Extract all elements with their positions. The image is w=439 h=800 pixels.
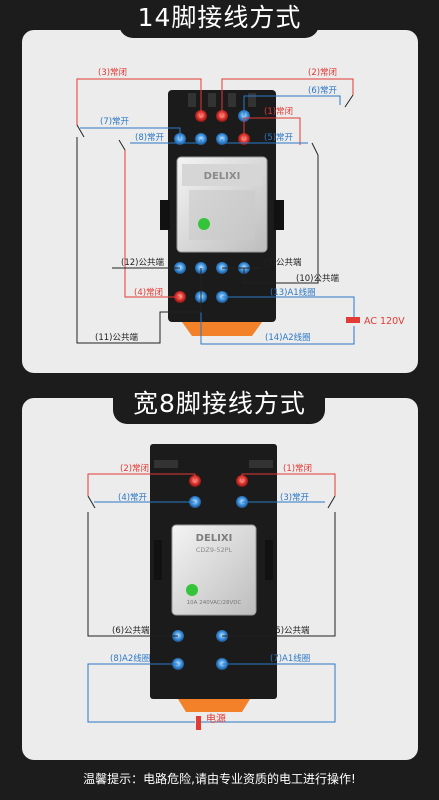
relay-brand-14pin: DELIXI (204, 171, 241, 182)
base-slot (154, 460, 178, 468)
label-1-nc: (1)常闭 (264, 106, 293, 117)
terminals-top-14pin (174, 93, 256, 145)
label-10-common: (10)公共端 (296, 273, 339, 284)
title-tab-8pin (113, 386, 325, 424)
title-8pin: 宽8脚接线方式 (133, 389, 306, 418)
din-rail-clip-8pin (178, 699, 250, 712)
relay-brand-8pin: DELIXI (196, 533, 233, 544)
label-4-nc: (4)常闭 (134, 287, 163, 298)
status-led (198, 218, 210, 230)
relay-model: CDZ9-52PL (196, 546, 233, 554)
label-5-no: (5)常开 (264, 132, 294, 143)
din-rail-clip (182, 322, 262, 336)
label-5-common-8pin: (5)公共端 (272, 625, 310, 636)
relay-14pin: DELIXI (160, 90, 284, 336)
power-label-8pin: 电源 (206, 712, 226, 725)
label-1-nc-8pin: (1)常闭 (283, 463, 312, 474)
relay-8pin: DELIXI CDZ9-52PL 10A 240VAC/28VDC (150, 444, 277, 712)
base-clip-right (274, 200, 284, 230)
label-2-nc-8pin: (2)常闭 (120, 463, 149, 474)
label-2-nc: (2)常闭 (308, 67, 337, 78)
title-tab-14pin (119, 0, 319, 38)
base-slot (249, 460, 273, 468)
relay-rating: 10A 240VAC/28VDC (187, 600, 242, 606)
label-3-nc: (3)常闭 (98, 67, 127, 78)
power-source-14pin (346, 317, 360, 323)
label-8-a2-coil: (8)A2线圈 (110, 653, 150, 664)
label-14-a2-coil: (14)A2线圈 (265, 332, 311, 343)
power-source-8pin (196, 716, 201, 730)
label-7-a1-coil: (7)A1线圈 (270, 653, 310, 664)
cover-top-strip (182, 164, 262, 186)
wires-14pin (76, 78, 355, 345)
label-4-no-8pin: (4)常开 (118, 492, 148, 503)
cover-window (189, 190, 255, 240)
label-7-no: (7)常开 (100, 116, 130, 127)
safety-warning: 温馨提示：电路危险,请由专业资质的电工进行操作! (83, 772, 356, 786)
label-6-no: (6)常开 (308, 85, 338, 96)
label-3-no-8pin: (3)常开 (280, 492, 310, 503)
label-13-a1-coil: (13)A1线圈 (270, 287, 316, 298)
status-led-8pin (186, 584, 198, 596)
label-11-common: (11)公共端 (95, 332, 138, 343)
base-clip-right (265, 540, 273, 580)
label-12-common: (12)公共端 (121, 257, 164, 268)
base-clip-left (160, 200, 170, 230)
label-8-no: (8)常开 (135, 132, 165, 143)
power-label-14pin: AC 120V (364, 316, 405, 327)
wires-8pin (87, 473, 336, 723)
label-9-common: (9)公共端 (264, 257, 302, 268)
title-14pin: 14脚接线方式 (137, 3, 302, 32)
base-clip-left (154, 540, 162, 580)
label-6-common-8pin: (6)公共端 (112, 625, 150, 636)
